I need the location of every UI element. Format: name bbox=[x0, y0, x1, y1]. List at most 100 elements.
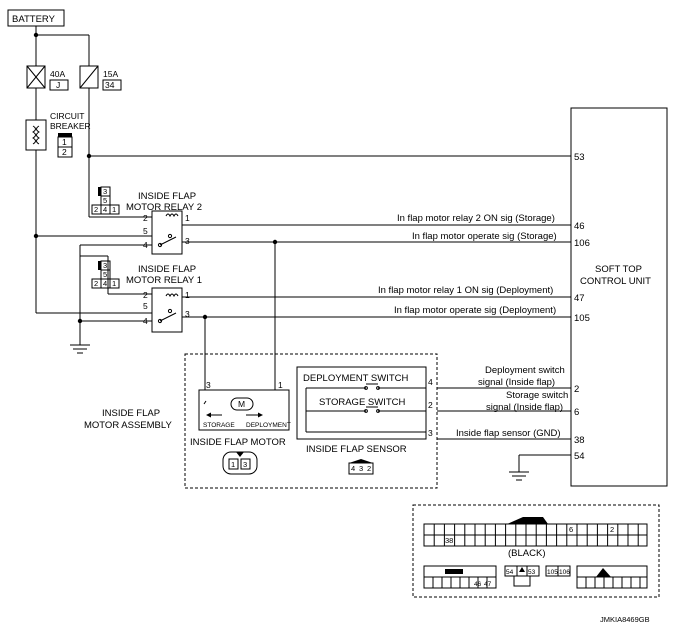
relay-2-title-2: MOTOR RELAY 2 bbox=[126, 202, 202, 213]
svg-text:106: 106 bbox=[574, 238, 590, 249]
ground-icon bbox=[509, 471, 529, 481]
legend-black-label: (BLACK) bbox=[508, 548, 545, 559]
junction-dot bbox=[33, 32, 39, 38]
fuse-15a-id: 34 bbox=[105, 80, 115, 90]
legend-connector-d bbox=[576, 565, 648, 589]
motor-assembly-label-1: INSIDE FLAP bbox=[102, 408, 160, 419]
relay-1-wires bbox=[36, 245, 571, 345]
motor-storage-label: STORAGE bbox=[203, 422, 235, 429]
legend-connector-b: 54 53 bbox=[504, 565, 540, 587]
relay-1-title-1: INSIDE FLAP bbox=[138, 264, 196, 275]
svg-text:1: 1 bbox=[185, 213, 190, 223]
svg-text:3: 3 bbox=[428, 428, 433, 438]
svg-text:2: 2 bbox=[94, 205, 98, 214]
legend-pin-2: 2 bbox=[610, 525, 614, 534]
junction-dot bbox=[86, 153, 92, 159]
cb-pin-1: 1 bbox=[62, 137, 67, 147]
motor-assembly-label-2: MOTOR ASSEMBLY bbox=[84, 420, 172, 431]
cb-pin-2: 2 bbox=[62, 147, 67, 157]
svg-text:54: 54 bbox=[574, 451, 585, 462]
svg-text:46: 46 bbox=[574, 221, 585, 232]
relay-2: 2 1 5 4 3 bbox=[143, 210, 190, 255]
svg-text:1: 1 bbox=[185, 290, 190, 300]
svg-text:5: 5 bbox=[143, 226, 148, 236]
svg-text:3: 3 bbox=[185, 309, 190, 319]
signal-sensor-gnd: Inside flap sensor (GND) bbox=[456, 428, 561, 439]
connector-legend-boundary bbox=[412, 504, 660, 598]
svg-text:4: 4 bbox=[428, 377, 433, 387]
battery-label: BATTERY bbox=[12, 14, 56, 25]
legend-pin-54: 54 bbox=[506, 569, 514, 576]
motor-connector: 1 3 bbox=[222, 451, 258, 475]
control-unit-label-2: CONTROL UNIT bbox=[580, 276, 651, 287]
svg-text:4: 4 bbox=[103, 279, 107, 288]
relay-2-title-1: INSIDE FLAP bbox=[138, 191, 196, 202]
signal-relay2-on: In flap motor relay 2 ON sig (Storage) bbox=[397, 213, 555, 224]
svg-text:38: 38 bbox=[574, 435, 585, 446]
ground-icon bbox=[70, 344, 90, 354]
svg-text:53: 53 bbox=[574, 152, 585, 163]
fuse-15a-rating: 15A bbox=[103, 69, 118, 79]
circuit-breaker: CIRCUIT BREAKER 1 2 bbox=[25, 111, 91, 158]
svg-text:1: 1 bbox=[231, 460, 235, 469]
svg-text:3: 3 bbox=[185, 236, 190, 246]
svg-text:105: 105 bbox=[574, 313, 590, 324]
relay-1-title-2: MOTOR RELAY 1 bbox=[126, 275, 202, 286]
inside-flap-sensor: DEPLOYMENT SWITCH STORAGE SWITCH 4 2 3 bbox=[296, 366, 433, 440]
legend-connector-a: 46 47 bbox=[423, 565, 497, 589]
svg-text:2: 2 bbox=[574, 384, 579, 395]
connector-cavity-grid bbox=[433, 524, 639, 546]
legend-connector-c: 105 106 bbox=[545, 565, 571, 577]
svg-text:2: 2 bbox=[143, 290, 148, 300]
relay-1: 2 1 5 4 3 bbox=[143, 287, 190, 333]
storage-switch-label: STORAGE SWITCH bbox=[319, 397, 406, 408]
svg-text:4: 4 bbox=[351, 464, 355, 473]
motor-wires bbox=[204, 242, 276, 398]
fuse-40a-rating: 40A bbox=[50, 69, 65, 79]
svg-text:5: 5 bbox=[103, 196, 107, 205]
circuit-breaker-label-2: BREAKER bbox=[50, 121, 91, 131]
svg-text:3: 3 bbox=[206, 380, 211, 390]
fuse-15a: 15A 34 bbox=[79, 65, 122, 91]
svg-text:3: 3 bbox=[103, 261, 107, 270]
signal-deploy-sw-2: signal (Inside flap) bbox=[478, 377, 555, 388]
signal-operate-deploy: In flap motor operate sig (Deployment) bbox=[394, 305, 556, 316]
junction-dot bbox=[77, 318, 83, 324]
motor-deployment-label: DEPLOYMENT bbox=[246, 422, 291, 429]
relay-2-connector: 3 5 2 4 1 bbox=[91, 186, 120, 215]
legend-pin-53: 53 bbox=[528, 569, 536, 576]
sensor-connector: 4 3 2 bbox=[348, 459, 374, 475]
svg-text:4: 4 bbox=[103, 205, 107, 214]
svg-text:1: 1 bbox=[112, 279, 116, 288]
motor-icon: M bbox=[238, 399, 245, 409]
svg-text:3: 3 bbox=[103, 187, 107, 196]
svg-text:5: 5 bbox=[103, 270, 107, 279]
diagram-code: JMKIA8469GB bbox=[600, 615, 650, 624]
legend-pin-106: 106 bbox=[559, 569, 570, 576]
inside-flap-motor: 3 1 M STORAGE DEPLOYMENT bbox=[198, 380, 291, 431]
svg-text:2: 2 bbox=[143, 213, 148, 223]
sensor-label: INSIDE FLAP SENSOR bbox=[306, 444, 407, 455]
control-unit-label-1: SOFT TOP bbox=[595, 264, 642, 275]
deployment-switch-label: DEPLOYMENT SWITCH bbox=[303, 373, 409, 384]
svg-text:3: 3 bbox=[359, 464, 363, 473]
svg-text:1: 1 bbox=[278, 380, 283, 390]
motor-assembly-boundary bbox=[184, 353, 438, 489]
soft-top-control-unit: SOFT TOP CONTROL UNIT 53 46 106 47 105 2… bbox=[570, 107, 668, 487]
legend-pin-6: 6 bbox=[569, 525, 573, 534]
svg-text:2: 2 bbox=[94, 279, 98, 288]
signal-storage-sw-2: signal (Inside flap) bbox=[486, 402, 563, 413]
relay-1-connector: 3 5 2 4 1 bbox=[91, 260, 120, 289]
fuse-40a-id: J bbox=[56, 80, 60, 90]
svg-text:2: 2 bbox=[428, 400, 433, 410]
svg-text:3: 3 bbox=[243, 460, 247, 469]
svg-text:1: 1 bbox=[112, 205, 116, 214]
signal-storage-sw-1: Storage switch bbox=[506, 390, 568, 401]
signal-deploy-sw-1: Deployment switch bbox=[485, 365, 565, 376]
relay-2-wires bbox=[36, 216, 571, 246]
sensor-wires bbox=[437, 387, 571, 472]
svg-text:6: 6 bbox=[574, 407, 579, 418]
signal-relay1-on: In flap motor relay 1 ON sig (Deployment… bbox=[378, 285, 553, 296]
battery-block: BATTERY bbox=[7, 9, 65, 27]
